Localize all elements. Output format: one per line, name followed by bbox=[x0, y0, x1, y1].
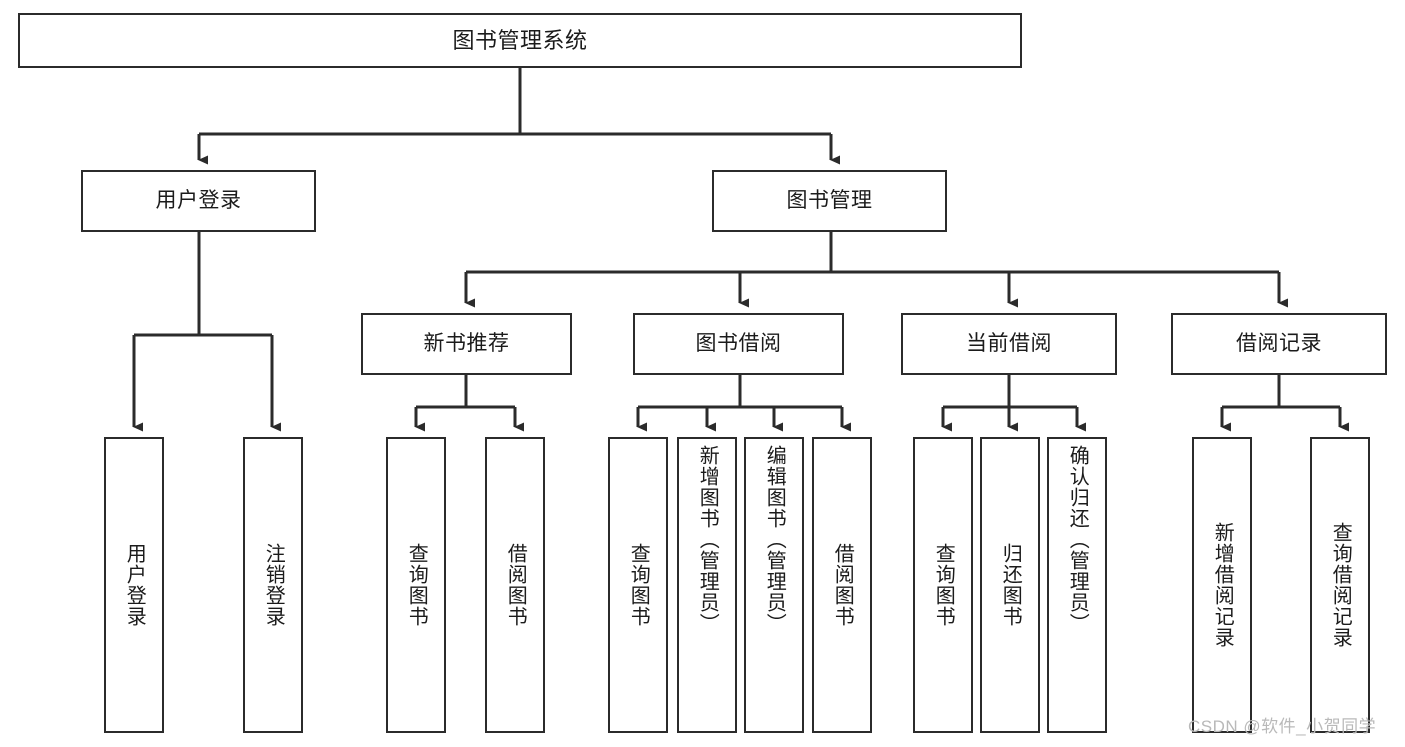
node-borrow-record-label: 借阅记录 bbox=[1236, 331, 1322, 355]
node-root-label: 图书管理系统 bbox=[452, 27, 588, 53]
leaf-confirm-return[interactable]: 确认归还（管理员） bbox=[1047, 437, 1107, 733]
leaf-query-book-3[interactable]: 查询图书 bbox=[913, 437, 973, 733]
leaf-borrow-book-1[interactable]: 借阅图书 bbox=[485, 437, 545, 733]
leaf-query-book-1-label: 查询图书 bbox=[405, 543, 428, 627]
leaf-query-record[interactable]: 查询借阅记录 bbox=[1310, 437, 1370, 733]
node-borrow-record[interactable]: 借阅记录 bbox=[1171, 313, 1387, 375]
leaf-add-record[interactable]: 新增借阅记录 bbox=[1192, 437, 1252, 733]
leaf-query-book-1[interactable]: 查询图书 bbox=[386, 437, 446, 733]
leaf-logout[interactable]: 注销登录 bbox=[243, 437, 303, 733]
leaf-query-book-3-label: 查询图书 bbox=[932, 543, 955, 627]
node-new-book-recommend-label: 新书推荐 bbox=[423, 331, 510, 355]
leaf-user-login-label: 用户登录 bbox=[123, 543, 146, 627]
leaf-borrow-book-1-label: 借阅图书 bbox=[504, 543, 527, 627]
leaf-add-book-label: 新增图书（管理员） bbox=[696, 445, 719, 634]
leaf-user-login[interactable]: 用户登录 bbox=[104, 437, 164, 733]
node-user-login[interactable]: 用户登录 bbox=[81, 170, 316, 232]
leaf-query-book-2-label: 查询图书 bbox=[627, 543, 650, 627]
leaf-query-book-2[interactable]: 查询图书 bbox=[608, 437, 668, 733]
node-book-borrow-label: 图书借阅 bbox=[695, 331, 782, 355]
node-book-borrow[interactable]: 图书借阅 bbox=[633, 313, 844, 375]
node-current-borrow-label: 当前借阅 bbox=[966, 331, 1052, 355]
leaf-logout-label: 注销登录 bbox=[262, 543, 285, 627]
node-new-book-recommend[interactable]: 新书推荐 bbox=[361, 313, 572, 375]
leaf-add-record-label: 新增借阅记录 bbox=[1211, 522, 1234, 648]
leaf-return-book[interactable]: 归还图书 bbox=[980, 437, 1040, 733]
node-book-manage[interactable]: 图书管理 bbox=[712, 170, 947, 232]
node-user-login-label: 用户登录 bbox=[155, 188, 242, 212]
leaf-edit-book-label: 编辑图书（管理员） bbox=[763, 445, 786, 634]
leaf-query-record-label: 查询借阅记录 bbox=[1329, 522, 1352, 648]
node-root[interactable]: 图书管理系统 bbox=[18, 13, 1022, 68]
node-book-manage-label: 图书管理 bbox=[786, 188, 873, 212]
leaf-edit-book[interactable]: 编辑图书（管理员） bbox=[744, 437, 804, 733]
leaf-add-book[interactable]: 新增图书（管理员） bbox=[677, 437, 737, 733]
leaf-confirm-return-label: 确认归还（管理员） bbox=[1066, 445, 1089, 634]
csdn-watermark: CSDN @软件_小贺同学 bbox=[1188, 717, 1377, 736]
leaf-borrow-book-2-label: 借阅图书 bbox=[831, 543, 854, 627]
leaf-return-book-label: 归还图书 bbox=[999, 543, 1022, 627]
leaf-borrow-book-2[interactable]: 借阅图书 bbox=[812, 437, 872, 733]
node-current-borrow[interactable]: 当前借阅 bbox=[901, 313, 1117, 375]
